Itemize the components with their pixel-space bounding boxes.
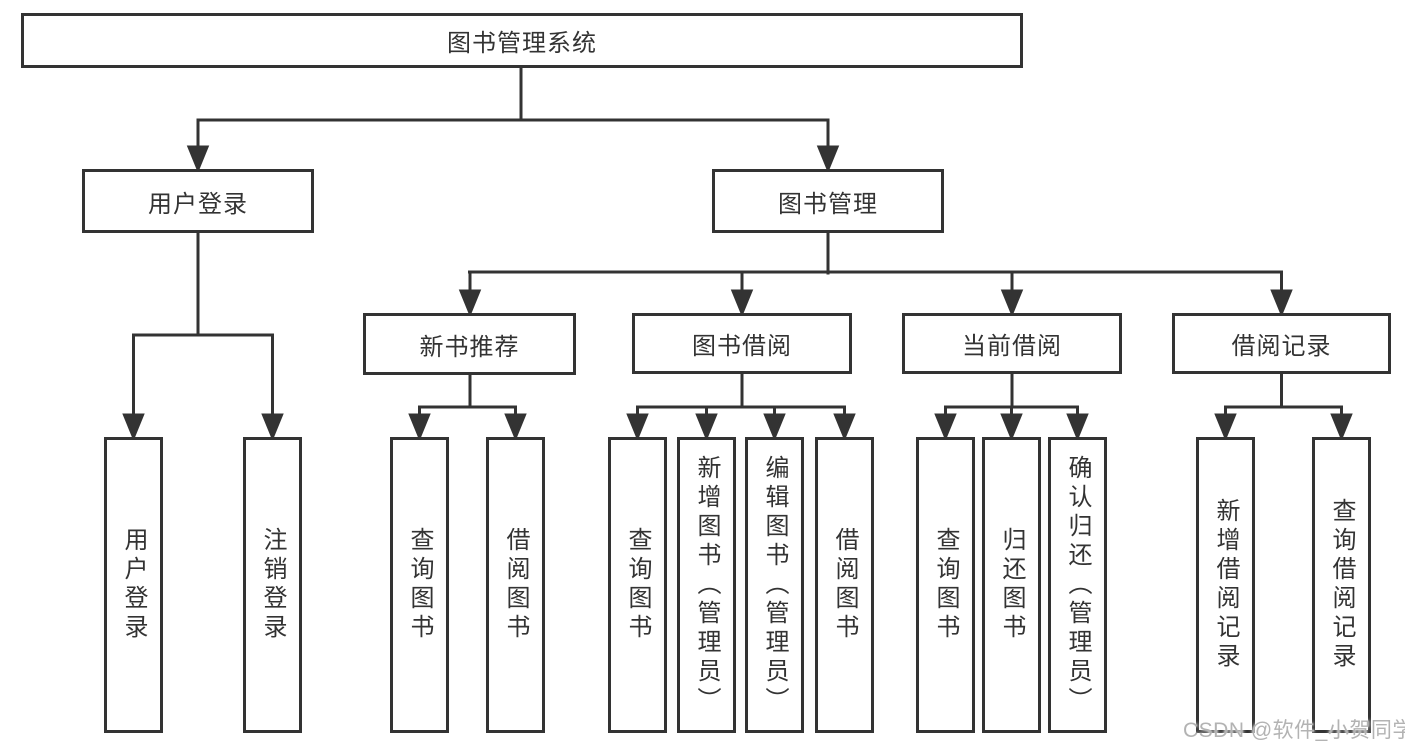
arrowhead-icon bbox=[1214, 413, 1237, 441]
arrowhead-icon bbox=[1066, 413, 1089, 441]
arrowhead-icon bbox=[816, 145, 840, 173]
arrowhead-icon bbox=[934, 413, 957, 441]
csdn-watermark: CSDN @软件_小贺同学 bbox=[1183, 719, 1405, 742]
arrowhead-icon bbox=[1330, 413, 1353, 441]
node-borrow-records: 借阅记录 bbox=[1172, 313, 1391, 374]
leaf-query-books-borrow: 查询图书 bbox=[608, 437, 667, 733]
node-user-login: 用户登录 bbox=[82, 169, 314, 233]
arrowhead-icon bbox=[458, 289, 482, 317]
leaf-return-books: 归还图书 bbox=[982, 437, 1041, 733]
arrowhead-icon bbox=[1270, 289, 1293, 317]
node-root: 图书管理系统 bbox=[21, 13, 1023, 68]
arrowhead-icon bbox=[833, 413, 856, 441]
arrowhead-icon bbox=[730, 289, 754, 317]
leaf-logout: 注销登录 bbox=[243, 437, 302, 733]
arrowhead-icon bbox=[626, 413, 649, 441]
leaf-borrow-books: 借阅图书 bbox=[815, 437, 874, 733]
leaf-query-borrow-record: 查询借阅记录 bbox=[1312, 437, 1371, 733]
leaf-confirm-return-admin: 确认归还（管理员） bbox=[1048, 437, 1107, 733]
arrowhead-icon bbox=[408, 413, 431, 441]
arrowhead-icon bbox=[695, 413, 718, 441]
arrowhead-icon bbox=[1000, 289, 1024, 317]
leaf-add-book-admin: 新增图书（管理员） bbox=[677, 437, 736, 733]
arrowhead-icon bbox=[122, 413, 145, 441]
node-book-management: 图书管理 bbox=[712, 169, 944, 233]
leaf-query-books-recommend: 查询图书 bbox=[390, 437, 449, 733]
leaf-query-books-current: 查询图书 bbox=[916, 437, 975, 733]
leaf-add-borrow-record: 新增借阅记录 bbox=[1196, 437, 1255, 733]
arrowhead-icon bbox=[763, 413, 786, 441]
arrowhead-icon bbox=[504, 413, 527, 441]
arrowhead-icon bbox=[1000, 413, 1023, 441]
node-current-borrow: 当前借阅 bbox=[902, 313, 1122, 374]
arrowhead-icon bbox=[261, 413, 284, 441]
leaf-edit-book-admin: 编辑图书（管理员） bbox=[745, 437, 804, 733]
leaf-user-login: 用户登录 bbox=[104, 437, 163, 733]
node-new-book-recommend: 新书推荐 bbox=[363, 313, 576, 375]
leaf-borrow-books-recommend: 借阅图书 bbox=[486, 437, 545, 733]
node-book-borrow: 图书借阅 bbox=[632, 313, 852, 374]
arrowhead-icon bbox=[186, 145, 210, 173]
